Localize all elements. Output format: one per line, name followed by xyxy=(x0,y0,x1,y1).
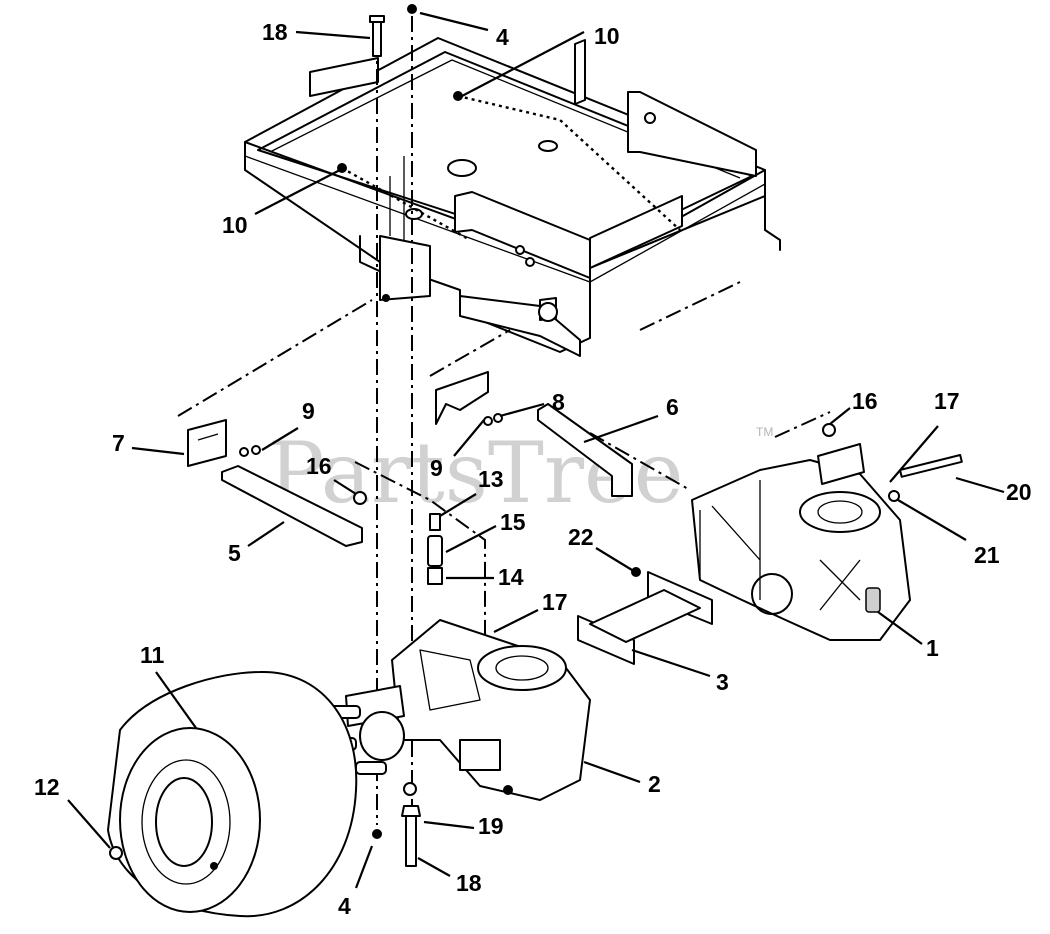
callout-21: 21 xyxy=(974,542,1000,568)
callout-2: 2 xyxy=(648,771,661,797)
left-transmission xyxy=(325,619,591,801)
callout-13: 13 xyxy=(478,466,504,492)
callout-9: 9 xyxy=(302,398,315,424)
callout-19: 19 xyxy=(478,813,504,839)
hardware-items xyxy=(239,4,963,867)
callout-15: 15 xyxy=(500,509,526,535)
pump-fittings xyxy=(427,513,443,585)
callout-10: 10 xyxy=(594,23,620,49)
leader-lines xyxy=(67,11,1005,889)
brackets xyxy=(187,371,713,665)
callout-7: 7 xyxy=(112,430,125,456)
right-transmission xyxy=(691,443,911,641)
callout-14: 14 xyxy=(498,564,524,590)
callout-20: 20 xyxy=(1006,479,1032,505)
callout-18: 18 xyxy=(456,870,482,896)
wheel-tire xyxy=(107,670,358,918)
callout-8: 8 xyxy=(552,389,565,415)
callout-labels: 18 4 10 10 7 9 8 9 6 16 17 20 16 13 15 5… xyxy=(34,19,1032,919)
callout-6: 6 xyxy=(666,394,679,420)
callout-22: 22 xyxy=(568,524,594,550)
callout-16: 16 xyxy=(306,453,332,479)
callout-9: 9 xyxy=(430,455,443,481)
callout-17: 17 xyxy=(542,589,568,615)
callout-4: 4 xyxy=(338,893,351,919)
callout-4: 4 xyxy=(496,24,509,50)
callout-18: 18 xyxy=(262,19,288,45)
callout-17: 17 xyxy=(934,388,960,414)
callout-11: 11 xyxy=(140,642,165,668)
callout-1: 1 xyxy=(926,635,939,661)
callout-10: 10 xyxy=(222,212,248,238)
callout-3: 3 xyxy=(716,669,729,695)
callout-16: 16 xyxy=(852,388,878,414)
callout-12: 12 xyxy=(34,774,60,800)
watermark-trademark: TM xyxy=(756,425,773,439)
frame-assembly xyxy=(244,37,781,357)
callout-5: 5 xyxy=(228,540,241,566)
